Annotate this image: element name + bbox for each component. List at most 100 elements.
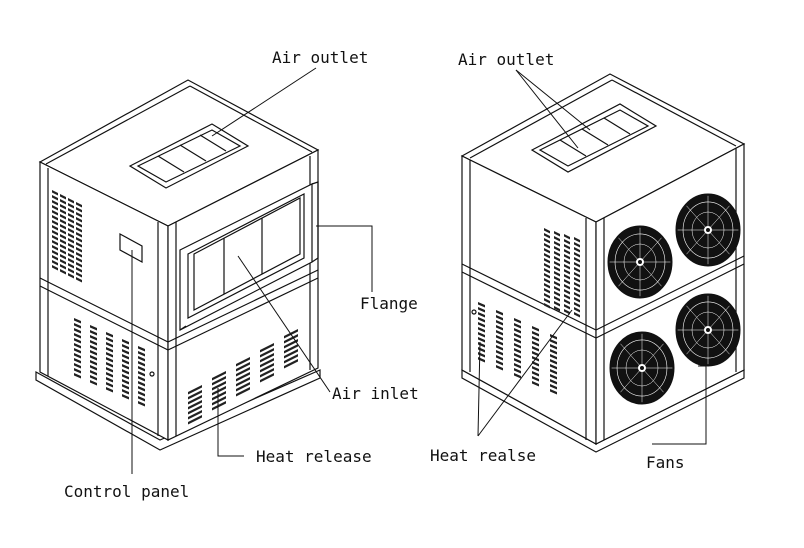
vent-slat bbox=[284, 344, 298, 354]
vent-slat bbox=[52, 265, 58, 271]
vent-slat bbox=[532, 371, 539, 377]
vent-slat bbox=[554, 261, 560, 267]
vent-slat bbox=[544, 258, 550, 264]
vent-slat bbox=[574, 257, 580, 263]
vent-slat bbox=[122, 384, 129, 390]
vent-slat bbox=[260, 348, 274, 358]
vent-slat bbox=[76, 202, 82, 208]
fan-guard-line bbox=[686, 305, 709, 331]
vent-slat bbox=[106, 382, 113, 388]
vent-slat bbox=[544, 228, 550, 234]
vent-slat bbox=[478, 307, 485, 313]
vent-slat bbox=[74, 373, 81, 379]
vent-slat bbox=[550, 379, 557, 385]
vent-slat bbox=[60, 229, 66, 235]
vent-slat bbox=[68, 258, 74, 264]
vent-slat bbox=[138, 356, 145, 362]
right-side-vents-lower bbox=[478, 302, 557, 395]
vent-slat bbox=[236, 372, 250, 382]
label-heat-realse: Heat realse bbox=[430, 446, 536, 465]
vent-slat bbox=[122, 389, 129, 395]
vent-slat bbox=[550, 354, 557, 360]
vent-slat bbox=[76, 227, 82, 233]
vent-slat bbox=[212, 401, 226, 411]
vent-slat bbox=[60, 244, 66, 250]
vent-slat bbox=[122, 379, 129, 385]
vent-slat bbox=[122, 354, 129, 360]
vent-slat bbox=[496, 325, 503, 331]
vent-slat bbox=[138, 386, 145, 392]
vent-slat bbox=[74, 368, 81, 374]
right-unit bbox=[460, 73, 746, 453]
vent-slat bbox=[574, 297, 580, 303]
vent-slat bbox=[554, 271, 560, 277]
vent-slat bbox=[260, 373, 274, 383]
fan-guard-line bbox=[686, 205, 709, 231]
labels: Air outlet Flange Air inlet Heat release… bbox=[64, 48, 685, 501]
vent-slat bbox=[60, 219, 66, 225]
control-panel-box bbox=[119, 232, 143, 264]
vent-slat bbox=[76, 242, 82, 248]
vent-slat bbox=[260, 343, 274, 353]
vent-slat bbox=[106, 387, 113, 393]
vent-slat bbox=[52, 195, 58, 201]
vent-slat bbox=[68, 228, 74, 234]
vent-slat bbox=[550, 384, 557, 390]
vent-slat bbox=[478, 317, 485, 323]
vent-slat bbox=[284, 349, 298, 359]
fan bbox=[607, 225, 673, 299]
vent-slat bbox=[106, 377, 113, 383]
vent-slat bbox=[564, 309, 570, 315]
vent-slat bbox=[564, 234, 570, 240]
vent-slat bbox=[496, 310, 503, 316]
vent-slat bbox=[74, 363, 81, 369]
vent-slat bbox=[544, 263, 550, 269]
vent-slat bbox=[496, 340, 503, 346]
vent-slat bbox=[514, 333, 521, 339]
fan-guard-line bbox=[707, 229, 730, 255]
vent-slat bbox=[550, 389, 557, 395]
vent-slat bbox=[564, 264, 570, 270]
vent-slat bbox=[496, 365, 503, 371]
vent-slat bbox=[574, 282, 580, 288]
vent-slat bbox=[74, 338, 81, 344]
vent-slat bbox=[564, 294, 570, 300]
vent-slat bbox=[532, 376, 539, 382]
vent-slat bbox=[90, 340, 97, 346]
vent-slat bbox=[236, 382, 250, 392]
vent-slat bbox=[122, 339, 129, 345]
vent-slat bbox=[90, 355, 97, 361]
vent-slat bbox=[138, 361, 145, 367]
vent-slat bbox=[496, 335, 503, 341]
vent-slat bbox=[478, 302, 485, 308]
vent-slat bbox=[52, 220, 58, 226]
vent-slat bbox=[574, 312, 580, 318]
vent-slat bbox=[574, 247, 580, 253]
vent-slat bbox=[106, 337, 113, 343]
vent-slat bbox=[106, 367, 113, 373]
vent-slat bbox=[532, 346, 539, 352]
vent-slat bbox=[496, 320, 503, 326]
vent-slat bbox=[106, 347, 113, 353]
vent-slat bbox=[90, 325, 97, 331]
label-heat-release: Heat release bbox=[256, 447, 372, 466]
vent-slat bbox=[52, 245, 58, 251]
vent-slat bbox=[138, 401, 145, 407]
vent-slat bbox=[90, 350, 97, 356]
vent-slat bbox=[564, 249, 570, 255]
vent-slat bbox=[544, 293, 550, 299]
vent-slat bbox=[106, 362, 113, 368]
vent-slat bbox=[76, 232, 82, 238]
vent-slat bbox=[60, 224, 66, 230]
vent-slat bbox=[188, 395, 202, 405]
vent-slat bbox=[60, 259, 66, 265]
vent-slat bbox=[574, 307, 580, 313]
vent-slat bbox=[574, 272, 580, 278]
vent-slat bbox=[74, 353, 81, 359]
vent-slat bbox=[478, 312, 485, 318]
vent-slat bbox=[514, 318, 521, 324]
vent-slat bbox=[554, 246, 560, 252]
right-side-vents-upper bbox=[544, 228, 580, 318]
vent-slat bbox=[60, 194, 66, 200]
